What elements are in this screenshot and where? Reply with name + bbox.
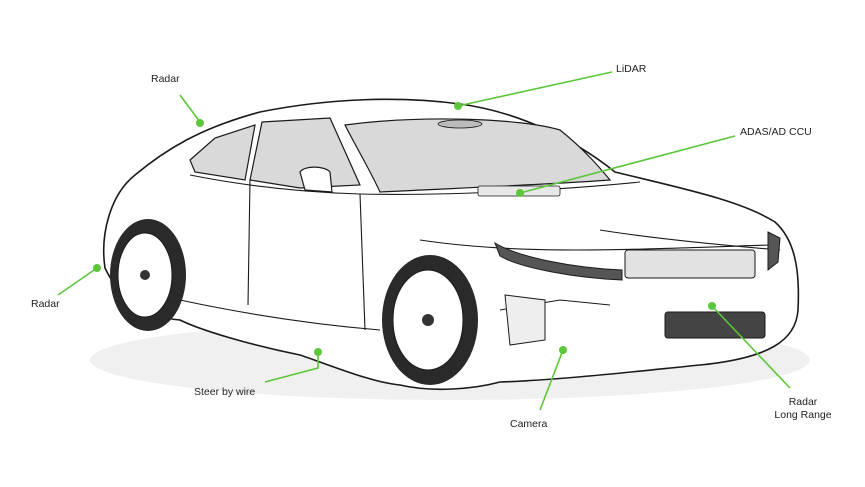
radar-top-dot — [196, 119, 204, 127]
label-radar-rear: Radar — [31, 298, 60, 310]
windshield — [344, 118, 612, 193]
headlight-right — [767, 231, 781, 272]
front-grille — [624, 249, 756, 279]
side-mirror — [299, 166, 333, 193]
label-radar-long-line2: Long Range — [774, 409, 832, 421]
radar-rear-dot — [93, 264, 101, 272]
front-wheel — [382, 255, 478, 385]
rear-window — [189, 124, 256, 181]
callout-lines — [57, 71, 791, 411]
camera-dot — [559, 346, 567, 354]
label-steer-by-wire: Steer by wire — [194, 386, 256, 398]
label-camera: Camera — [510, 418, 548, 430]
lower-intake — [664, 311, 766, 339]
radar-long-dot — [708, 302, 716, 310]
label-radar-top: Radar — [151, 73, 180, 85]
lidar-sensor — [437, 119, 483, 129]
label-adas-ccu: ADAS/AD CCU — [740, 126, 812, 138]
adas-dot — [516, 189, 524, 197]
lidar-dot — [454, 102, 462, 110]
callout-dots — [93, 102, 716, 356]
label-radar-long-range: Radar Long Range — [768, 396, 838, 422]
steer-dot — [314, 348, 322, 356]
label-radar-long-line1: Radar — [788, 396, 818, 408]
fog-vent — [504, 294, 546, 346]
headlight-left — [494, 241, 623, 281]
car-windows — [189, 117, 612, 193]
body-lines — [179, 174, 781, 331]
label-lidar: LiDAR — [616, 63, 647, 75]
rear-wheel — [110, 219, 186, 331]
